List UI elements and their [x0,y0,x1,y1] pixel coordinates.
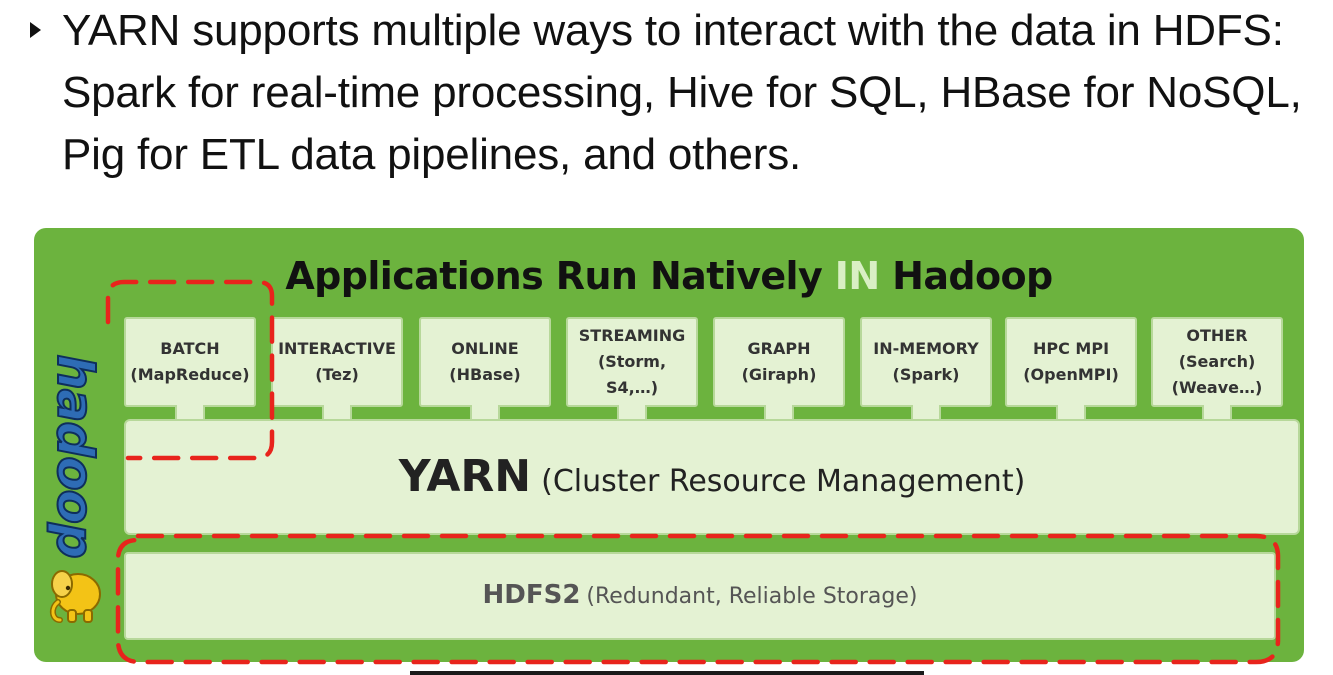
app-example: (MapReduce) [130,365,250,384]
hdfs-name: HDFS2 [482,580,581,610]
app-name: BATCH [160,339,220,358]
yarn-name: YARN [398,451,532,502]
bottom-bar [410,671,924,675]
title-part-2: Hadoop [879,254,1053,298]
title-part-1: Applications Run Natively [285,254,835,298]
app-example: (Storm, S4,…) [597,352,667,397]
app-example: (Giraph) [741,365,817,384]
app-example: (Spark) [892,365,960,384]
app-name: IN-MEMORY [873,339,979,358]
app-box-streaming: STREAMING (Storm, S4,…) [566,317,698,407]
app-name: STREAMING [578,326,686,345]
yarn-layer: YARN (Cluster Resource Management) [124,419,1300,535]
bullet-triangle-icon [30,22,41,38]
app-example-2: (Weave…) [1171,378,1263,397]
app-box-graph: GRAPH (Giraph) [713,317,845,407]
app-name: INTERACTIVE [278,339,396,358]
hadoop-stack-diagram: Applications Run Natively IN Hadoop BATC… [34,228,1304,662]
hadoop-wordmark: hadoop [42,346,108,566]
hdfs-description: (Redundant, Reliable Storage) [586,584,918,609]
app-box-interactive: INTERACTIVE (Tez) [271,317,403,407]
app-name: GRAPH [747,339,811,358]
hdfs-label: HDFS2(Redundant, Reliable Storage) [126,580,1274,610]
app-name: ONLINE [451,339,519,358]
app-box-batch: BATCH (MapReduce) [124,317,256,407]
bullet-text: YARN supports multiple ways to interact … [62,6,1302,179]
hadoop-elephant-icon [50,570,101,623]
hadoop-logo-text: hadoop [45,353,105,559]
diagram-title: Applications Run Natively IN Hadoop [34,254,1304,298]
hadoop-logo: hadoop [42,346,108,646]
app-example: (HBase) [449,365,521,384]
title-highlight: IN [834,254,880,298]
app-box-hpc-mpi: HPC MPI (OpenMPI) [1005,317,1137,407]
app-box-in-memory: IN-MEMORY (Spark) [860,317,992,407]
app-example: (OpenMPI) [1023,365,1119,384]
app-example: (Search) [1178,352,1256,371]
app-example: (Tez) [315,365,359,384]
yarn-label: YARN (Cluster Resource Management) [126,451,1298,502]
app-box-online: ONLINE (HBase) [419,317,551,407]
yarn-description: (Cluster Resource Management) [541,464,1026,499]
hdfs-layer: HDFS2(Redundant, Reliable Storage) [124,552,1276,640]
app-name: OTHER [1186,326,1248,345]
app-name: HPC MPI [1032,339,1110,358]
app-box-other: OTHER (Search) (Weave…) [1151,317,1283,407]
